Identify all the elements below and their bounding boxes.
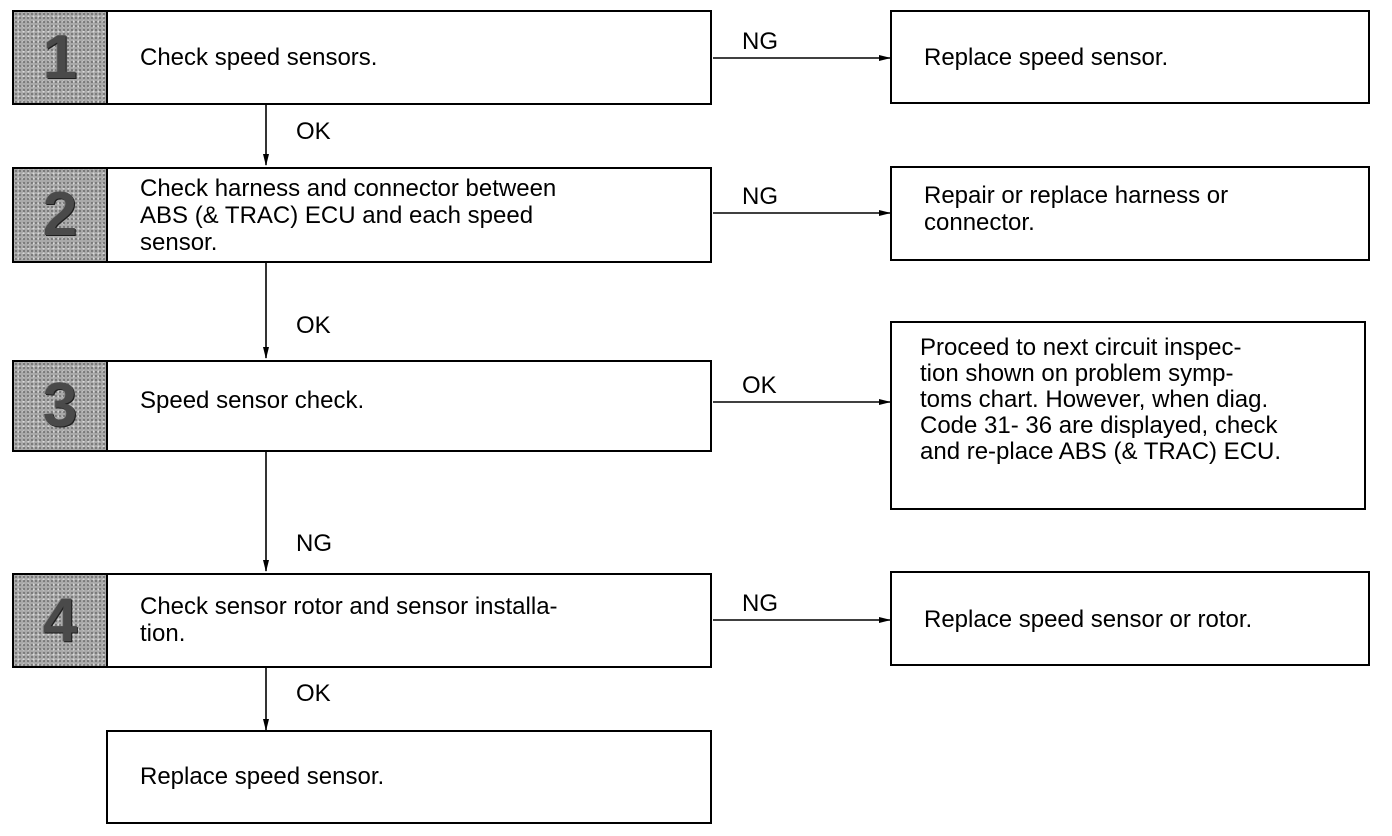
step-1-number: 1 [42,22,78,92]
result-4-box [890,571,1370,666]
step-3-number: 3 [42,371,78,440]
label-step1-ok: OK [296,118,331,145]
label-step3-ng: NG [296,530,332,557]
label-step2-ng: NG [742,183,778,210]
final-step-text: Replace speed sensor. [140,763,385,790]
step-2-box [106,167,712,263]
result-1-text: Replace speed sensor. [924,44,1169,71]
label-step3-ok: OK [742,372,777,399]
result-4-text: Replace speed sensor or rotor. [924,606,1253,633]
step-4-number-badge: 4 [12,573,108,668]
label-step2-ok: OK [296,312,331,339]
step-4-box [106,573,712,668]
final-step-box [106,730,712,824]
result-1-box [890,10,1370,104]
step-3-number-badge: 3 [12,360,108,452]
step-3-text: Speed sensor check. [140,387,365,414]
result-2-text: Repair or replace harness or connector. [924,182,1229,236]
step-1-number-badge: 1 [12,10,108,105]
result-3-text: Proceed to next circuit inspec- tion sho… [920,334,1282,465]
step-4-text: Check sensor rotor and sensor installa- … [140,593,558,647]
step-2-number-badge: 2 [12,167,108,263]
result-2-box [890,166,1370,261]
step-3-box [106,360,712,452]
result-3-box [890,321,1366,510]
label-step4-ng: NG [742,590,778,617]
step-1-box [106,10,712,105]
label-step4-ok: OK [296,680,331,707]
step-1-text: Check speed sensors. [140,44,378,71]
step-4-number: 4 [42,585,78,655]
label-step1-ng: NG [742,28,778,55]
step-2-text: Check harness and connector between ABS … [140,175,557,256]
step-2-number: 2 [42,180,78,249]
